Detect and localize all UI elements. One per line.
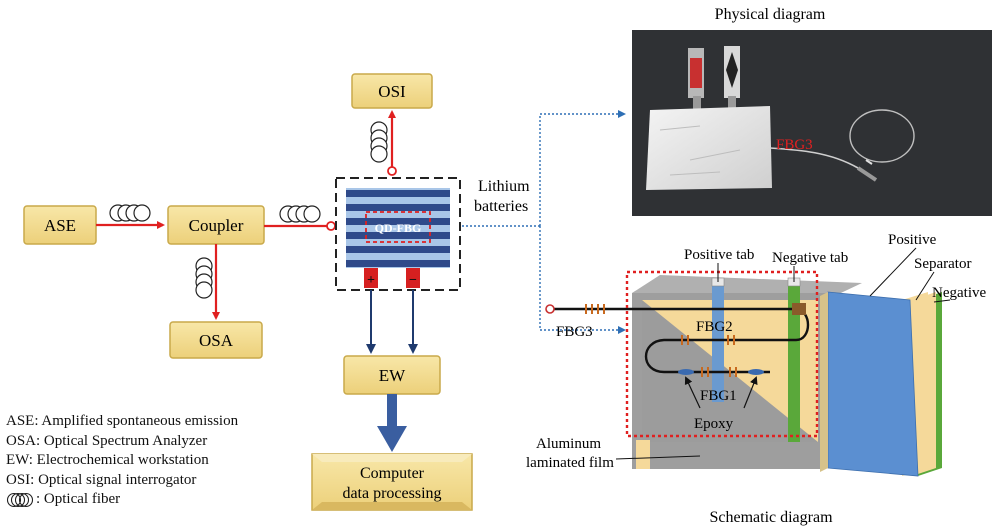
ew-label: EW (379, 366, 406, 385)
lithium-label-line2: batteries (474, 198, 528, 215)
wires-sensor-ew (366, 290, 418, 354)
osi-box: OSI (351, 73, 433, 109)
legend-fiber-text: : Optical fiber (36, 491, 121, 507)
fiber-coil-icon (279, 205, 321, 223)
schematic-negative-tab: Negative tab (772, 250, 848, 266)
coupler-label: Coupler (189, 216, 244, 235)
ew-box: EW (343, 355, 441, 395)
schematic-positive: Positive (888, 232, 937, 248)
positive-terminal (364, 268, 378, 288)
osa-box: OSA (169, 321, 263, 359)
osa-label: OSA (199, 331, 234, 350)
arrow-ew-computer (377, 394, 407, 452)
dotted-connectors (462, 110, 626, 334)
fiber-sensor-osi (370, 110, 397, 176)
physical-title: Physical diagram (715, 6, 826, 23)
plus-label: + (367, 273, 375, 288)
lithium-label-line1: Lithium (478, 178, 530, 195)
osi-label: OSI (378, 82, 406, 101)
legend-item-ase: ASE: Amplified spontaneous emission (6, 413, 239, 429)
fiber-coil-icon (195, 257, 213, 299)
qd-fbg-sensor: QD-FBG + − (335, 177, 461, 291)
ase-box: ASE (23, 205, 97, 245)
schematic-positive-tab: Positive tab (684, 247, 754, 263)
legend: ASE: Amplified spontaneous emission OSA:… (6, 412, 238, 510)
computer-line1: Computer (360, 465, 425, 482)
fiber-coil-icon (109, 204, 151, 222)
schematic-epoxy: Epoxy (694, 416, 734, 432)
schematic-negative: Negative (932, 285, 986, 301)
schematic-aluminum-line1: Aluminum (536, 436, 601, 452)
fiber-coil-icon (370, 121, 388, 163)
legend-item-osi: OSI: Optical signal interrogator (6, 471, 197, 488)
schematic-fbg2: FBG2 (696, 319, 733, 335)
legend-item-fiber: : Optical fiber (6, 490, 238, 510)
fiber-coil-icon (6, 492, 34, 507)
legend-item-osa: OSA: Optical Spectrum Analyzer (6, 432, 208, 449)
physical-photo: FBG3 (632, 30, 992, 216)
schematic-aluminum-line2: laminated film (526, 455, 614, 471)
fiber-ase-coupler (96, 204, 165, 229)
schematic-diagram: FBG3 FBG2 FBG1 Epoxy Positive tab Negati… (526, 232, 986, 526)
qd-fbg-label: QD-FBG (375, 221, 422, 235)
computer-box: Computer data processing (311, 453, 473, 511)
minus-label: − (409, 273, 417, 288)
schematic-fbg3: FBG3 (556, 324, 593, 340)
schematic-fbg1: FBG1 (700, 388, 737, 404)
schematic-title: Schematic diagram (709, 509, 833, 526)
physical-fbg3-label: FBG3 (776, 137, 813, 153)
negative-terminal (406, 268, 420, 288)
computer-line2: data processing (342, 485, 441, 502)
fiber-coupler-osa (195, 244, 220, 320)
legend-item-ew: EW: Electrochemical workstation (6, 452, 209, 468)
fiber-coupler-sensor (264, 205, 336, 231)
ase-label: ASE (44, 216, 76, 235)
schematic-separator: Separator (914, 256, 971, 272)
coupler-box: Coupler (167, 205, 265, 245)
